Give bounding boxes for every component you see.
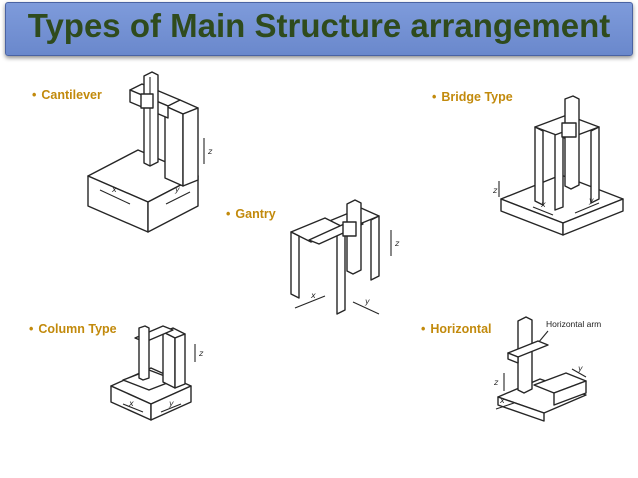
bullet: • — [432, 90, 437, 104]
axis-x-label: x — [111, 185, 117, 194]
axis-z-label: z — [493, 378, 499, 387]
horizontal-drawing: Horizontal arm z x y — [493, 316, 601, 422]
spindle-carriage — [140, 93, 154, 109]
label-text: Bridge Type — [441, 90, 513, 104]
axis-y-label: y — [364, 297, 370, 306]
spindle — [138, 325, 150, 381]
spindle-carriage — [561, 122, 577, 138]
front-leg-left — [290, 231, 300, 299]
label-text: Cantilever — [41, 88, 102, 102]
label-column-type: • Column Type — [29, 322, 117, 336]
label-cantilever: • Cantilever — [32, 88, 102, 102]
bridge-leg-front — [554, 131, 564, 211]
axis-x-label: x — [310, 291, 316, 300]
label-bridge-type: • Bridge Type — [432, 90, 513, 104]
axis-y-label: y — [168, 399, 174, 408]
column — [517, 316, 533, 394]
spindle — [143, 71, 159, 167]
base-right — [562, 198, 624, 236]
axis-x-label: x — [499, 396, 505, 405]
gantry-drawing: z x y — [290, 199, 400, 315]
axis-z-label: z — [198, 349, 204, 358]
axis-x-label: x — [540, 200, 546, 209]
axis-x-label: x — [128, 399, 134, 408]
bullet: • — [32, 88, 37, 102]
label-gantry: • Gantry — [226, 207, 276, 221]
base-front — [497, 396, 545, 422]
label-text: Column Type — [38, 322, 117, 336]
table-side — [553, 380, 587, 406]
slide-title: Types of Main Structure arrangement — [27, 7, 611, 44]
column-side — [174, 333, 186, 389]
bridge-leg-left — [534, 126, 544, 206]
title-bar: Types of Main Structure arrangement — [5, 2, 633, 56]
cantilever-drawing: x y z — [87, 71, 213, 233]
horizontal-arm-caption: Horizontal arm — [546, 319, 601, 329]
label-text: Horizontal — [430, 322, 492, 336]
column-side — [182, 107, 199, 187]
axis-z-label: z — [394, 239, 400, 248]
bullet: • — [421, 322, 426, 336]
column-type-drawing: z x y — [110, 325, 204, 421]
label-text: Gantry — [235, 207, 276, 221]
bridge-leg-right — [590, 126, 600, 204]
column-front — [162, 331, 176, 389]
axis-y-label: y — [577, 364, 583, 373]
arm-end — [507, 352, 519, 364]
bullet: • — [226, 207, 231, 221]
spindle-carriage — [342, 221, 357, 237]
bullet: • — [29, 322, 34, 336]
axis-z-label: z — [492, 186, 498, 195]
label-horizontal: • Horizontal — [421, 322, 492, 336]
axis-y-label: y — [174, 185, 180, 194]
axis-y-label: y — [588, 196, 594, 205]
spindle — [346, 199, 362, 275]
spindle — [564, 95, 580, 190]
axis-z-label: z — [207, 147, 213, 156]
front-leg-right — [336, 227, 346, 315]
bridge-type-drawing: z x y — [492, 95, 624, 236]
rear-leg-right — [370, 215, 380, 281]
